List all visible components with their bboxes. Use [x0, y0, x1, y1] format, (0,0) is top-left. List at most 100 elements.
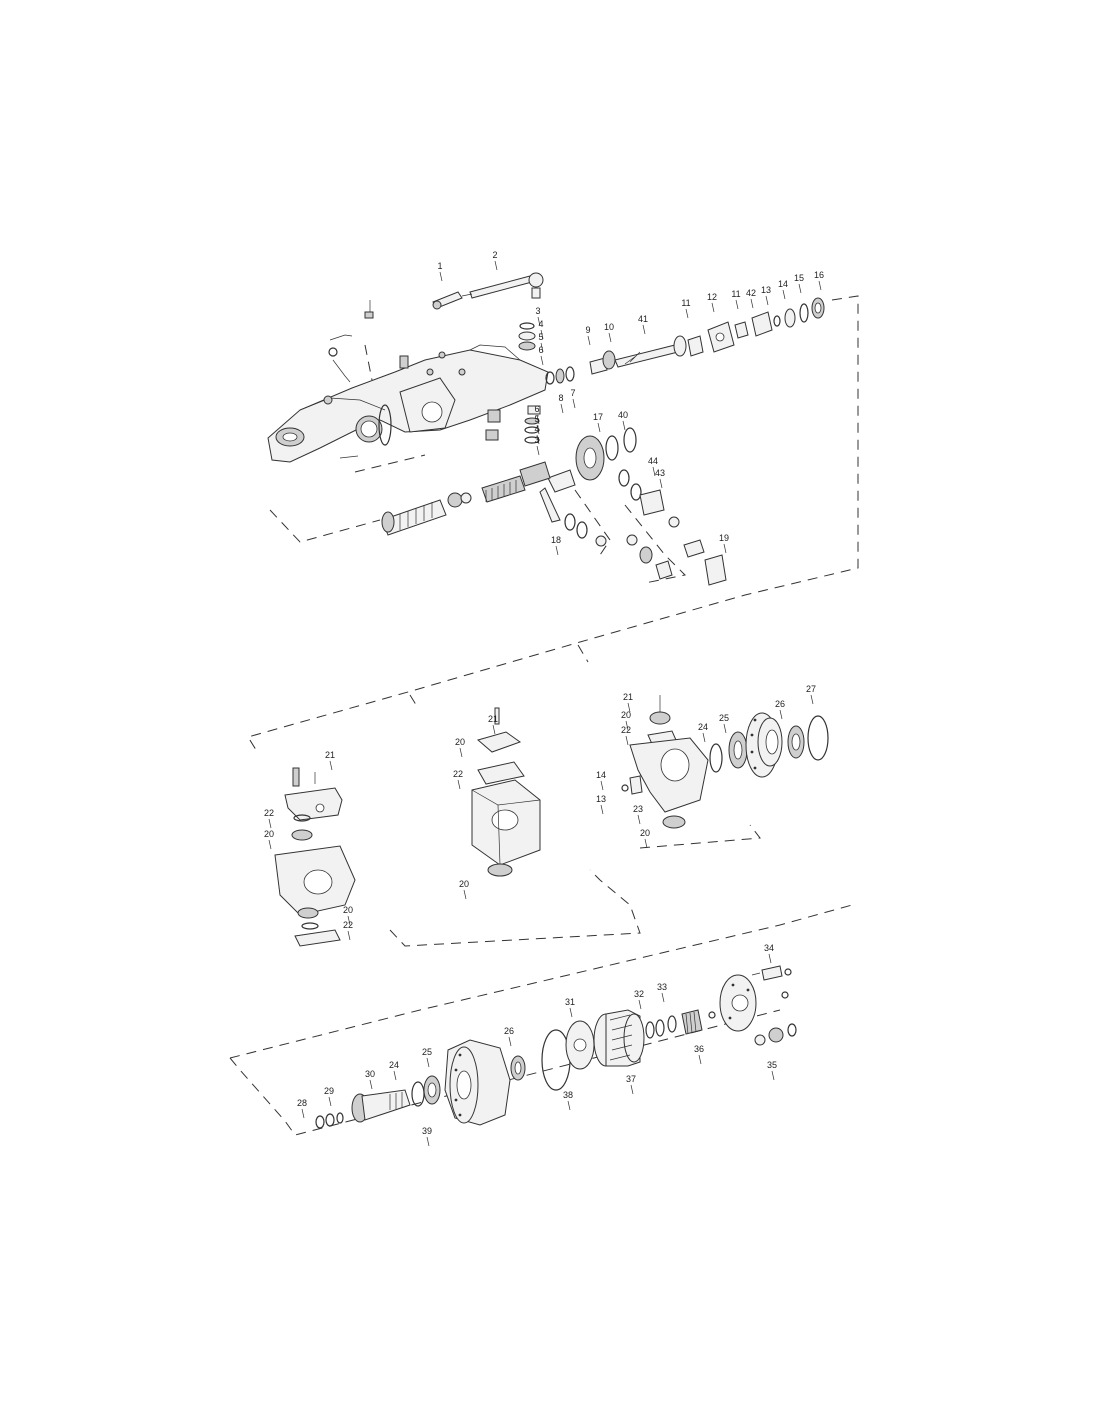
kingpin-stack-upper	[518, 322, 536, 351]
leader-line-c32	[638, 999, 642, 1010]
leader-line-c41	[642, 324, 646, 335]
leader-line-c14a	[782, 289, 786, 300]
leader-line-c21c	[329, 760, 333, 771]
leader-line-c44	[652, 466, 656, 477]
callout-c22b: 22	[453, 769, 463, 779]
leader-line-c11b	[735, 299, 739, 310]
leader-line-c20a	[625, 720, 629, 731]
leader-line-c39	[426, 1136, 430, 1147]
callout-c30: 30	[365, 1069, 375, 1079]
leader-line-c33	[661, 992, 665, 1003]
needle-bearing-36	[681, 1009, 703, 1035]
callout-c21b: 21	[488, 714, 498, 724]
leader-line-c22b	[457, 779, 461, 790]
axle-shaft-group	[589, 297, 825, 375]
leader-line-c1	[439, 271, 443, 282]
callout-c21c: 21	[325, 750, 335, 760]
knuckle-left	[274, 767, 356, 947]
leader-line-c3b	[536, 445, 540, 456]
callout-c23: 23	[633, 804, 643, 814]
callout-c2: 2	[492, 250, 497, 260]
callout-c3b: 3	[534, 435, 539, 445]
tie-rod	[461, 272, 544, 299]
callout-c19: 19	[719, 533, 729, 543]
callout-c20e: 20	[264, 829, 274, 839]
leader-line-c13b	[600, 804, 604, 815]
ring-gear-37	[593, 1009, 645, 1067]
leader-line-c20b	[644, 838, 648, 849]
knuckle-center	[471, 707, 541, 877]
callout-c33: 33	[657, 982, 667, 992]
callout-c14a: 14	[778, 279, 788, 289]
callout-c15: 15	[794, 273, 804, 283]
callout-c5b: 5	[534, 414, 539, 424]
leader-line-c20e	[268, 839, 272, 850]
callout-c39: 39	[422, 1126, 432, 1136]
leader-line-c20f	[347, 915, 351, 926]
leader-line-c26b	[508, 1036, 512, 1047]
tie-rod-assembly	[432, 272, 544, 310]
leader-line-c28	[301, 1108, 305, 1119]
callout-c16: 16	[814, 270, 824, 280]
leader-line-c38	[567, 1100, 571, 1111]
callout-c4b: 4	[534, 424, 539, 434]
leader-line-c21a	[627, 702, 631, 713]
callout-c12: 12	[707, 292, 717, 302]
leader-line-c20d	[463, 889, 467, 900]
leader-line-c8	[560, 403, 564, 414]
leader-line-c4a	[540, 329, 544, 340]
leader-line-c19	[723, 543, 727, 554]
wheel-hub-housing	[444, 1039, 511, 1126]
leader-line-c22a	[625, 735, 629, 746]
callout-c40: 40	[618, 410, 628, 420]
callout-c22c: 22	[264, 808, 274, 818]
callout-c37: 37	[626, 1074, 636, 1084]
callout-c22a: 22	[621, 725, 631, 735]
universal-joint	[687, 311, 773, 357]
leader-line-c22c	[268, 818, 272, 829]
axle-housing	[267, 344, 549, 463]
leader-line-c42	[750, 298, 754, 309]
callout-c29: 29	[324, 1086, 334, 1096]
callout-c24b: 24	[389, 1060, 399, 1070]
leader-line-c22d	[347, 930, 351, 941]
side-gears-19	[626, 516, 727, 586]
leader-line-c15	[798, 283, 802, 294]
callout-c26a: 26	[775, 699, 785, 709]
callout-c1: 1	[437, 261, 442, 271]
planet-housing-34	[719, 965, 792, 1032]
pinion-shaft-left	[381, 492, 472, 536]
leader-line-c35	[771, 1070, 775, 1081]
callout-c20a: 20	[621, 710, 631, 720]
callout-c11b: 11	[731, 289, 740, 299]
leader-line-c25a	[723, 723, 727, 734]
leader-line-c13a	[765, 295, 769, 306]
leader-line-c17	[597, 422, 601, 433]
leader-line-c29	[328, 1096, 332, 1107]
leader-line-c25b	[426, 1057, 430, 1068]
leader-line-c24b	[393, 1070, 397, 1081]
callout-c20d: 20	[459, 879, 469, 889]
leader-line-c40	[622, 420, 626, 431]
dashed-group-outlines	[229, 295, 859, 1136]
callout-c4a: 4	[538, 319, 543, 329]
callout-c21a: 21	[623, 692, 633, 702]
hub-right	[745, 712, 783, 778]
final-drive-assembly	[315, 965, 797, 1129]
callout-c11a: 11	[681, 298, 690, 308]
leader-line-c34	[768, 953, 772, 964]
leader-line-c18	[555, 545, 559, 556]
leader-line-c3a	[537, 316, 541, 327]
callout-c43: 43	[655, 468, 665, 478]
leader-line-c6a	[540, 355, 544, 366]
seals-8-7	[545, 366, 575, 385]
callout-c32: 32	[634, 989, 644, 999]
callout-c34: 34	[764, 943, 774, 953]
leader-line-c27	[810, 694, 814, 705]
leader-line-c4b	[536, 434, 540, 445]
callout-c17: 17	[593, 412, 603, 422]
callout-c6a: 6	[538, 345, 543, 355]
leader-line-c5a	[540, 342, 544, 353]
callout-c42: 42	[746, 288, 756, 298]
leader-line-c43	[659, 478, 663, 489]
